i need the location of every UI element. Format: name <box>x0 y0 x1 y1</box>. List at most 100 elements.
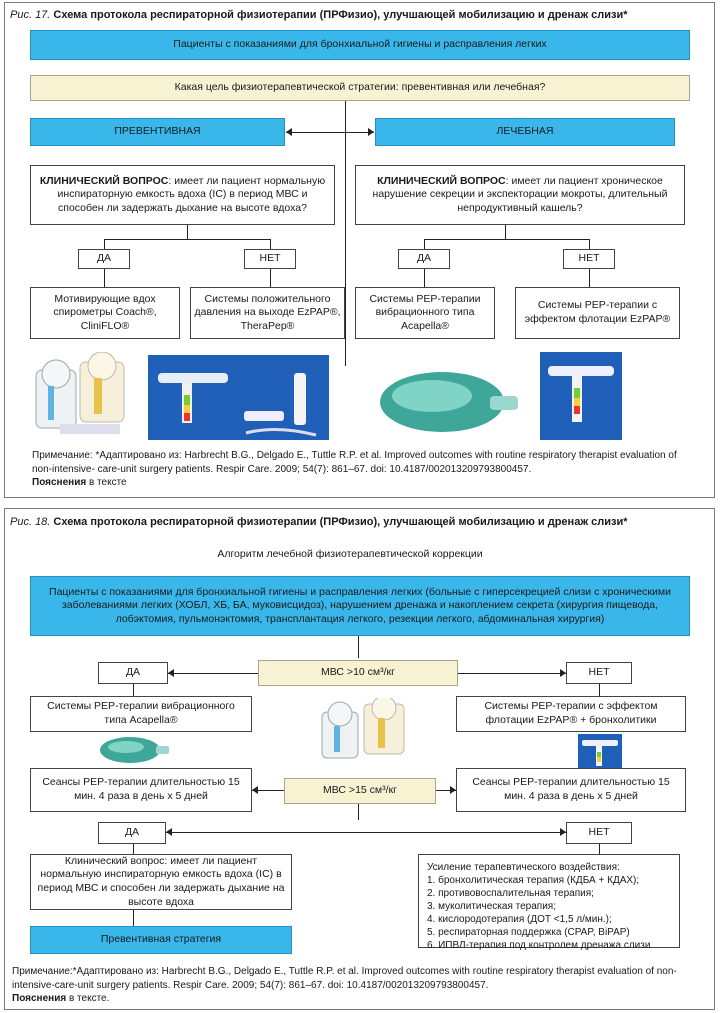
fig18-session-left-text: Сеансы PEP-терапии длительностью 15 мин.… <box>42 776 240 802</box>
fig18-clinical-question-box: Клинический вопрос: имеет ли пациент нор… <box>30 854 292 910</box>
connector <box>104 269 105 287</box>
fig17-outcome-spirometers: Мотивирующие вдох спирометры Coach®, Cli… <box>30 287 180 339</box>
connector <box>345 101 346 366</box>
fig18-list-item: 4. кислородотерапия (ДОТ <1,5 л/мин.); <box>427 914 612 925</box>
pep-device-image <box>148 355 236 440</box>
connector <box>133 910 134 926</box>
fig18-list-title: Усиление терапевтического воздействия: <box>427 862 620 873</box>
connector <box>187 225 188 239</box>
fig18-acapella-box: Системы PEP-терапии вибрационного типа A… <box>30 696 252 732</box>
connector <box>168 673 258 674</box>
connector <box>133 844 134 854</box>
fig17-no-label: НЕТ <box>578 252 600 265</box>
connector <box>270 269 271 287</box>
connector <box>458 673 566 674</box>
fig17-goal-question-box: Какая цель физиотерапевтической стратеги… <box>30 75 690 101</box>
fig18-no-box-2: НЕТ <box>566 822 632 844</box>
fig18-list-item: 5. респираторная поддержка (CPAP, BiPAP) <box>427 927 630 938</box>
connector <box>270 239 271 249</box>
fig18-no-box-1: НЕТ <box>566 662 632 684</box>
fig18-ezpap-box: Системы PEP-терапии с эффектом флотации … <box>456 696 686 732</box>
fig17-goal-question-text: Какая цель физиотерапевтической стратеги… <box>174 81 546 94</box>
fig17-no-box-right: НЕТ <box>563 249 615 269</box>
fig18-note-tail: в тексте. <box>66 993 110 1004</box>
fig17-curative-label: ЛЕЧЕБНАЯ <box>496 125 554 138</box>
fig18-yes-box-1: ДА <box>98 662 168 684</box>
connector <box>424 269 425 287</box>
therapep-device-image <box>236 355 329 440</box>
fig18-preventive-strategy-box: Превентивная стратегия <box>30 926 292 954</box>
fig18-list-item: 3. муколитическая терапия; <box>427 901 556 912</box>
fig18-list-item: 6. ИПВЛ-терапия под контролем дренажа сл… <box>427 940 651 951</box>
connector <box>424 239 589 240</box>
connector <box>358 636 359 658</box>
arrow-left <box>168 669 174 677</box>
fig17-right-question-bold: КЛИНИЧЕСКИЙ ВОПРОС <box>377 174 506 187</box>
fig18-list-item: 1. бронхолитическая терапия (КДБА + КДАХ… <box>427 875 640 886</box>
fig17-left-question-wrap: КЛИНИЧЕСКИЙ ВОПРОС: имеет ли пациент нор… <box>37 175 328 216</box>
fig18-mvs-10-box: МВС >10 см³/кг <box>258 660 458 686</box>
fig17-note-bold: Пояснения <box>32 477 87 488</box>
fig17-caption-title: Схема протокола респираторной физиотерап… <box>53 9 628 21</box>
fig18-mvs-10-text: МВС >10 см³/кг <box>321 666 395 679</box>
arrow-left <box>166 828 172 836</box>
fig17-no-box-left: НЕТ <box>244 249 296 269</box>
fig17-yes-label: ДА <box>96 252 112 265</box>
fig18-enhancement-list: Усиление терапевтического воздействия: 1… <box>418 854 680 951</box>
fig18-mvs-15-box: МВС >15 см³/кг <box>284 778 436 804</box>
fig17-no-label: НЕТ <box>259 252 281 265</box>
fig18-caption: Рис. 18. Схема протокола респираторной ф… <box>10 516 628 528</box>
fig18-mvs-15-text: МВС >15 см³/кг <box>323 784 397 797</box>
fig17-patients-text: Пациенты с показаниями для бронхиальной … <box>173 38 547 51</box>
arrow-right <box>450 786 456 794</box>
fig18-note: Примечание:*Адаптировано из: Harbrecht B… <box>12 965 702 1006</box>
fig17-curative-box: ЛЕЧЕБНАЯ <box>375 118 675 146</box>
fig17-note-tail: в тексте <box>86 477 127 488</box>
connector <box>252 790 284 791</box>
fig18-no-label: НЕТ <box>588 826 610 839</box>
ezpap-device-image <box>540 352 622 440</box>
fig17-left-question-text: : имеет ли пациент нормальную инспиратор… <box>57 174 326 214</box>
fig17-outcome-ezpap: Системы PEP-терапии с эффектом флотации … <box>515 287 680 339</box>
connector <box>104 239 270 240</box>
fig18-subtitle-text: Алгоритм лечебной физиотерапевтической к… <box>217 548 483 561</box>
fig17-left-question-bold: КЛИНИЧЕСКИЙ ВОПРОС <box>39 174 169 187</box>
fig18-acapella-text: Системы PEP-терапии вибрационного типа A… <box>47 700 235 726</box>
spirometer-devices-image <box>35 352 125 434</box>
fig18-patients-box: Пациенты с показаниями для бронхиальной … <box>30 576 690 636</box>
fig17-caption-number: Рис. 17. <box>10 9 51 21</box>
fig18-note-bold: Пояснения <box>12 993 67 1004</box>
fig17-outcome-pep-pressure-text: Системы положительного давления на выход… <box>194 292 341 332</box>
fig17-outcome-pep-pressure: Системы положительного давления на выход… <box>190 287 345 339</box>
fig18-session-right-text: Сеансы PEP-терапии длительностью 15 мин.… <box>472 776 670 802</box>
fig18-caption-number: Рис. 18. <box>10 516 51 528</box>
fig17-note: Примечание: *Адаптировано из: Harbrecht … <box>32 449 682 490</box>
fig17-patients-box: Пациенты с показаниями для бронхиальной … <box>30 30 690 60</box>
fig17-left-clinical-question: КЛИНИЧЕСКИЙ ВОПРОС: имеет ли пациент нор… <box>30 165 335 225</box>
connector <box>599 684 600 696</box>
fig18-yes-label: ДА <box>124 826 140 839</box>
fig17-outcome-acapella-text: Системы PEP-терапии вибрационного типа A… <box>369 292 481 332</box>
fig17-outcome-ezpap-text: Системы PEP-терапии с эффектом флотации … <box>524 299 671 325</box>
fig17-right-clinical-question: КЛИНИЧЕСКИЙ ВОПРОС: имеет ли пациент хро… <box>355 165 685 225</box>
acapella-device-image <box>380 372 518 432</box>
arrow-right <box>560 669 566 677</box>
arrow-left <box>252 786 258 794</box>
fig18-clinical-question-text: Клинический вопрос: имеет ли пациент нор… <box>37 854 285 908</box>
acapella-device-image <box>100 737 169 763</box>
connector <box>424 239 425 249</box>
fig17-preventive-box: ПРЕВЕНТИВНАЯ <box>30 118 285 146</box>
fig18-yes-box-2: ДА <box>98 822 166 844</box>
ezpap-device-image <box>578 734 622 770</box>
fig17-note-text: Примечание: *Адаптировано из: Harbrecht … <box>32 450 677 475</box>
arrow-right <box>368 128 374 136</box>
fig17-right-question-text: : имеет ли пациент хроническое нарушение… <box>372 174 668 214</box>
fig18-preventive-strategy-text: Превентивная стратегия <box>100 933 222 946</box>
fig18-yes-label: ДА <box>125 666 141 679</box>
fig17-yes-box-left: ДА <box>78 249 130 269</box>
connector <box>358 804 359 820</box>
connector <box>436 790 456 791</box>
fig17-outcome-spirometers-text: Мотивирующие вдох спирометры Coach®, Cli… <box>53 292 157 332</box>
fig18-session-right-box: Сеансы PEP-терапии длительностью 15 мин.… <box>456 768 686 812</box>
connector <box>104 239 105 249</box>
